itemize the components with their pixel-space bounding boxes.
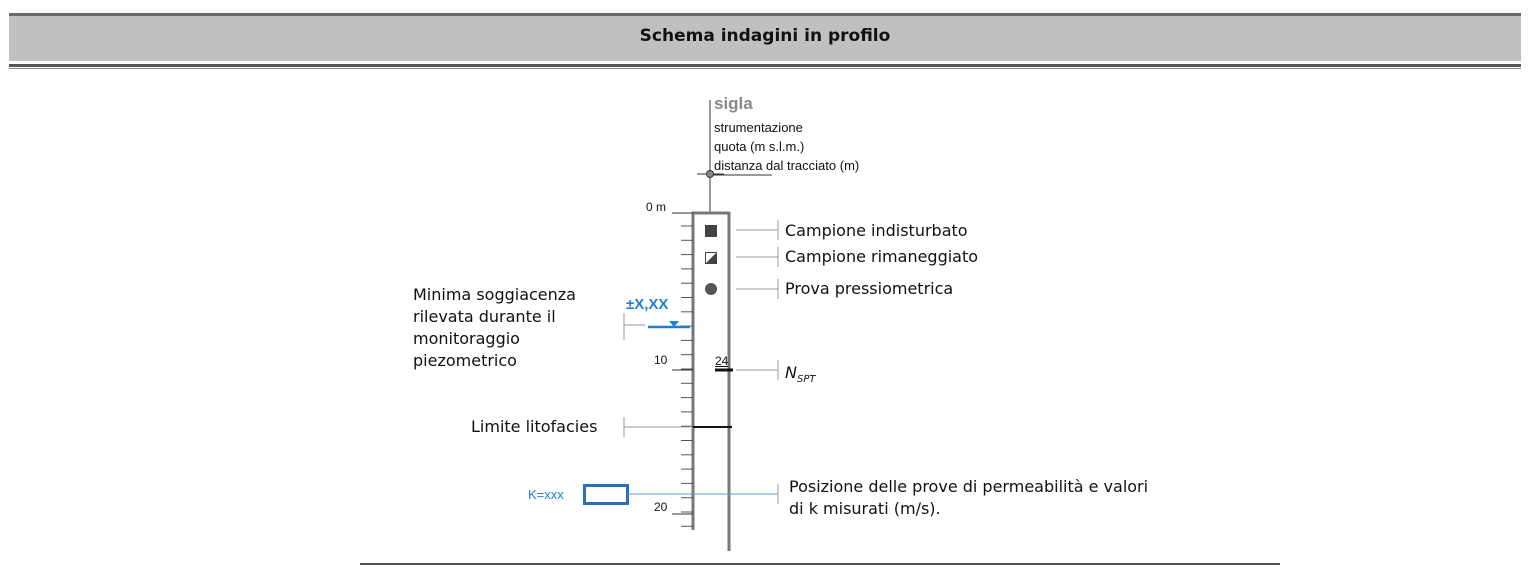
borehole-code: sigla <box>714 94 753 113</box>
borehole-instrumentation: strumentazione <box>714 120 803 135</box>
legend-undisturbed-sample: Campione indisturbato <box>785 221 968 240</box>
nspt-value: 24 <box>715 354 729 368</box>
water-level-value: ±X,XX <box>626 296 669 313</box>
legend-remolded-sample: Campione rimaneggiato <box>785 247 979 266</box>
header-rule-thin <box>9 68 1521 69</box>
legend-permeability-tests: Posizione delle prove di permeabilità e … <box>789 477 1149 518</box>
page-title: Schema indagini in profilo <box>639 26 891 46</box>
legend-nspt: NSPT <box>785 363 815 385</box>
head-marker-icon <box>706 170 714 178</box>
header-band: Schema indagini in profilo <box>9 13 1521 61</box>
nspt-sub-text: SPT <box>796 374 816 386</box>
permeability-box <box>583 484 629 505</box>
depth-label-bottom: 20 <box>654 500 668 514</box>
legend-min-groundwater: Minima soggiacenza rilevata durante il m… <box>413 285 576 370</box>
permeability-value: K=xxx <box>528 487 564 502</box>
distance-underlined-text: distanza <box>714 158 763 173</box>
legend-lithofacies: Limite litofacies <box>471 417 598 436</box>
borehole-elevation: quota (m s.l.m.) <box>714 139 805 154</box>
legend-pressuremeter-test: Prova pressiometrica <box>785 279 954 298</box>
depth-ticks <box>681 225 693 527</box>
square-half-icon <box>705 252 717 264</box>
circle-filled-icon <box>705 283 717 295</box>
depth-label-top: 0 m <box>646 200 667 214</box>
borehole-distance: distanza dal tracciato (m) <box>714 158 859 173</box>
depth-label-mid: 10 <box>654 353 668 367</box>
header-rule-thick <box>9 64 1521 67</box>
square-filled-icon <box>705 225 717 237</box>
nspt-main-text: N <box>785 363 797 382</box>
distance-rest-text: dal tracciato (m) <box>762 158 860 173</box>
water-level-triangle-icon <box>669 321 679 327</box>
